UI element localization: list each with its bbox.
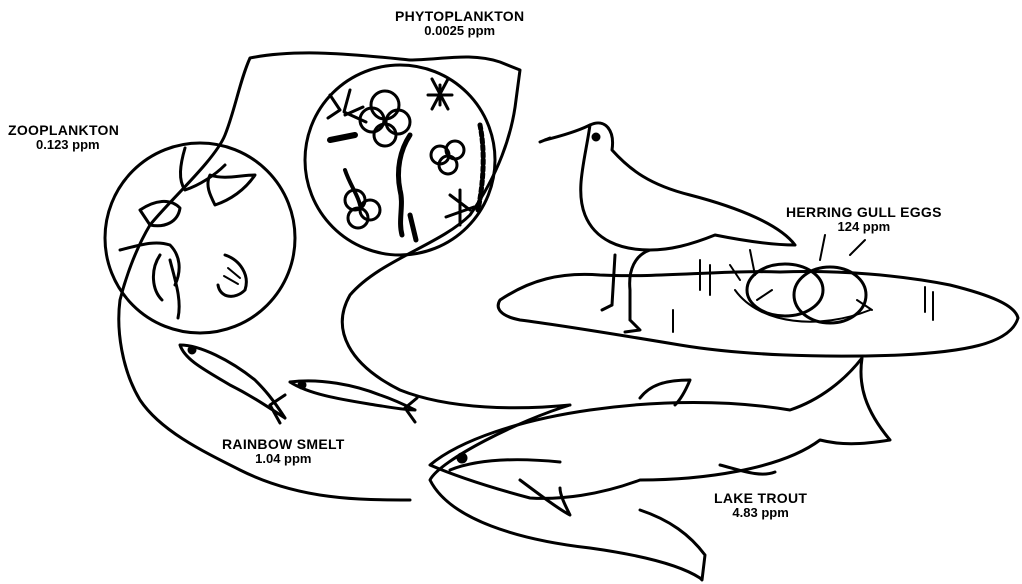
lake-trout-label: LAKE TROUT 4.83 ppm xyxy=(714,490,807,521)
phytoplankton-label: PHYTOPLANKTON 0.0025 ppm xyxy=(395,8,524,39)
herring-gull-eggs-label: HERRING GULL EGGS 124 ppm xyxy=(786,204,942,235)
water-body-outline xyxy=(119,53,705,580)
herring-gull-eggs-name: HERRING GULL EGGS xyxy=(786,204,942,220)
rainbow-smelt-fish xyxy=(180,345,417,423)
island-outline xyxy=(498,272,1018,357)
lake-trout-fish xyxy=(430,358,890,515)
phytoplankton-circle xyxy=(305,65,495,255)
herring-gull-eggs-value: 124 ppm xyxy=(786,220,942,235)
phytoplankton-value: 0.0025 ppm xyxy=(395,24,524,39)
zooplankton-value: 0.123 ppm xyxy=(8,138,119,153)
rainbow-smelt-label: RAINBOW SMELT 1.04 ppm xyxy=(222,436,345,467)
phytoplankton-name: PHYTOPLANKTON xyxy=(395,8,524,24)
lake-trout-value: 4.83 ppm xyxy=(714,506,807,521)
gull-eggs-nest xyxy=(673,235,933,332)
zooplankton-label: ZOOPLANKTON 0.123 ppm xyxy=(8,122,119,153)
rainbow-smelt-value: 1.04 ppm xyxy=(222,452,345,467)
rainbow-smelt-name: RAINBOW SMELT xyxy=(222,436,345,452)
lake-trout-name: LAKE TROUT xyxy=(714,490,807,506)
zooplankton-name: ZOOPLANKTON xyxy=(8,122,119,138)
